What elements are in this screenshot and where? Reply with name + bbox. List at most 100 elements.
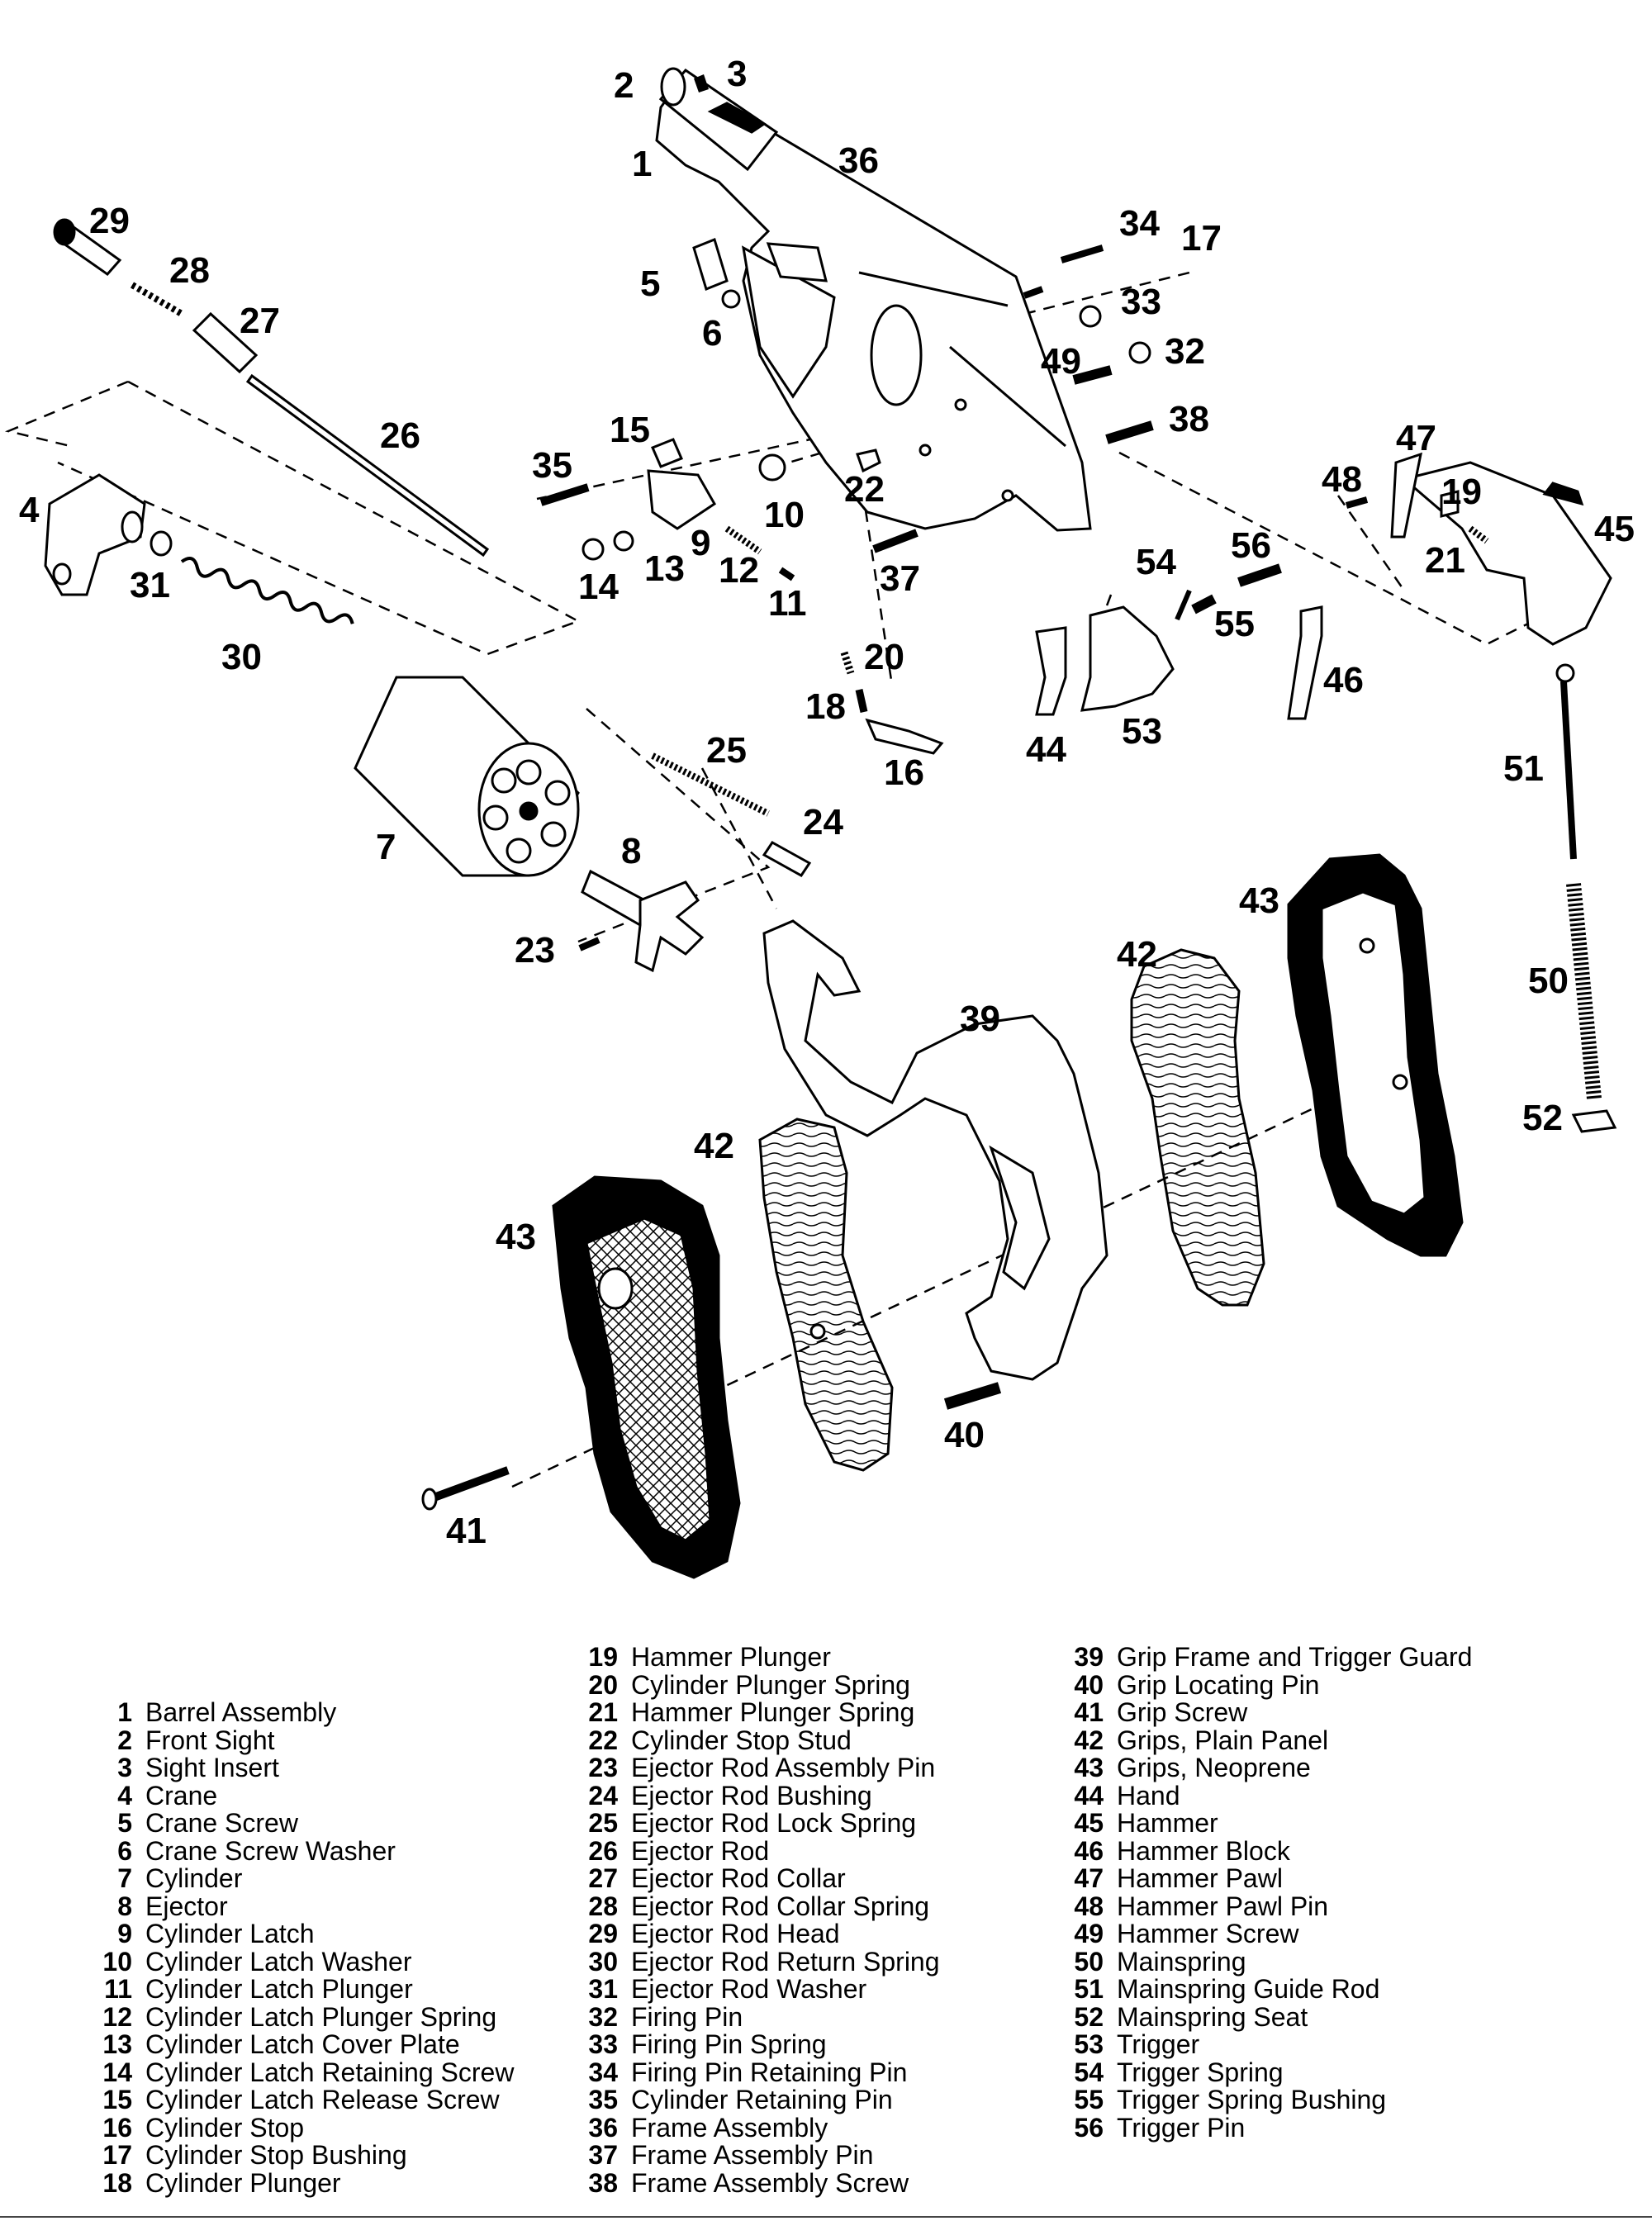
legend-item-number: 30 bbox=[588, 1946, 618, 1977]
legend-item-name: Ejector Rod Collar bbox=[631, 1863, 846, 1893]
legend-item-name: Trigger Spring Bushing bbox=[1117, 2085, 1387, 2114]
legend-item-name: Cylinder Plunger bbox=[145, 2167, 341, 2198]
legend-item-name: Cylinder Plunger Spring bbox=[631, 1669, 910, 1700]
cylinder-retaining-pin bbox=[539, 483, 590, 506]
frame-assembly-pin bbox=[872, 529, 919, 553]
mainspring bbox=[1566, 883, 1602, 1099]
cylinder-stop-bushing bbox=[1023, 286, 1044, 299]
exploded-view-diagram: 1 2 3 36 29 28 27 26 5 6 34 17 33 32 49 … bbox=[4, 54, 1635, 1579]
trigger-spring bbox=[1175, 589, 1192, 621]
callout-14: 14 bbox=[578, 567, 619, 607]
legend-item-name: Cylinder Stop bbox=[145, 2112, 305, 2143]
trigger-pin bbox=[1237, 563, 1282, 587]
trigger bbox=[1080, 605, 1175, 712]
frame-assembly bbox=[655, 77, 1092, 532]
legend-item-number: 8 bbox=[117, 1891, 132, 1921]
callout-48: 48 bbox=[1322, 459, 1362, 500]
cylinder-stop-stud bbox=[856, 448, 881, 473]
legend-item-name: Hammer Pawl bbox=[1117, 1863, 1283, 1893]
crane-screw bbox=[692, 237, 729, 292]
ejector-rod-return-spring bbox=[180, 556, 354, 624]
callout-31: 31 bbox=[130, 565, 170, 605]
callout-9: 9 bbox=[691, 523, 710, 563]
legend-item-name: Frame Assembly Screw bbox=[631, 2167, 909, 2198]
legend-item-name: Firing Pin Spring bbox=[631, 2029, 827, 2059]
callout-46: 46 bbox=[1323, 660, 1364, 700]
legend-item-number: 36 bbox=[588, 2112, 618, 2143]
legend-item-number: 47 bbox=[1074, 1863, 1104, 1893]
firing-pin-spring bbox=[1079, 305, 1102, 328]
legend-item-number: 21 bbox=[588, 1697, 618, 1727]
cylinder bbox=[354, 676, 580, 877]
legend-item-name: Ejector Rod Return Spring bbox=[631, 1946, 940, 1977]
callout-21: 21 bbox=[1425, 540, 1465, 581]
legend-item-name: Ejector Rod bbox=[631, 1835, 770, 1866]
hammer-screw bbox=[1072, 365, 1113, 385]
front-sight bbox=[694, 74, 709, 93]
legend-item-name: Cylinder Latch Retaining Screw bbox=[145, 2057, 515, 2087]
mainspring-seat bbox=[1571, 1109, 1617, 1133]
legend-item-number: 3 bbox=[117, 1753, 132, 1782]
legend-item-number: 28 bbox=[588, 1891, 618, 1921]
callout-4: 4 bbox=[19, 490, 40, 530]
legend-item-number: 11 bbox=[104, 1974, 132, 2004]
legend-item-number: 39 bbox=[1074, 1642, 1104, 1672]
legend-item-name: Cylinder Latch Release Screw bbox=[145, 2085, 500, 2114]
callout-50: 50 bbox=[1528, 961, 1569, 1001]
legend-item-number: 22 bbox=[588, 1725, 618, 1755]
legend-item-name: Grip Locating Pin bbox=[1117, 1669, 1320, 1700]
legend-item-number: 37 bbox=[588, 2140, 618, 2170]
callout-5: 5 bbox=[640, 263, 660, 304]
ejector-rod-group bbox=[53, 218, 490, 558]
callout-45: 45 bbox=[1594, 509, 1635, 549]
legend-item-number: 23 bbox=[588, 1753, 618, 1782]
callout-13: 13 bbox=[644, 548, 685, 589]
legend-item-name: Ejector Rod Head bbox=[631, 1919, 840, 1948]
legend-item-number: 41 bbox=[1074, 1697, 1104, 1727]
legend-item-name: Mainspring bbox=[1117, 1946, 1246, 1977]
hammer-pawl bbox=[1390, 452, 1422, 539]
barrel bbox=[658, 67, 779, 172]
legend-item-name: Cylinder Latch Plunger Spring bbox=[145, 2001, 497, 2032]
callout-42-back: 42 bbox=[1117, 934, 1157, 975]
callout-11: 11 bbox=[768, 583, 807, 624]
legend-item-name: Grip Frame and Trigger Guard bbox=[1117, 1642, 1473, 1672]
legend-item-number: 10 bbox=[102, 1946, 132, 1977]
crane-screw-washer bbox=[721, 289, 741, 309]
mainspring-guide-rod-head bbox=[1555, 663, 1575, 683]
cylinder-latch-plunger bbox=[778, 567, 795, 581]
legend-item-name: Trigger Pin bbox=[1117, 2112, 1246, 2143]
trigger-spring-bushing bbox=[1191, 594, 1217, 615]
legend-item: 27 Ejector Rod Collar bbox=[578, 1863, 940, 1893]
legend-item: 47 Hammer Pawl bbox=[1064, 1863, 1472, 1893]
legend-item-number: 35 bbox=[588, 2085, 618, 2114]
legend-item-number: 29 bbox=[588, 1919, 618, 1948]
callout-32: 32 bbox=[1165, 331, 1205, 372]
legend-item-number: 27 bbox=[588, 1863, 618, 1893]
legend-item-name: Cylinder Stop Stud bbox=[631, 1725, 852, 1755]
legend-item-name: Mainspring Guide Rod bbox=[1117, 1974, 1380, 2004]
legend-item-number: 55 bbox=[1074, 2085, 1104, 2114]
legend-item-number: 1 bbox=[117, 1697, 132, 1727]
callout-23: 23 bbox=[515, 930, 555, 971]
frame-assembly-screw bbox=[1105, 420, 1154, 444]
callout-56: 56 bbox=[1231, 525, 1271, 566]
legend-item-number: 15 bbox=[102, 2085, 132, 2114]
hammer-group bbox=[1345, 452, 1612, 646]
legend-item-name: Cylinder Latch Washer bbox=[145, 1946, 412, 1977]
